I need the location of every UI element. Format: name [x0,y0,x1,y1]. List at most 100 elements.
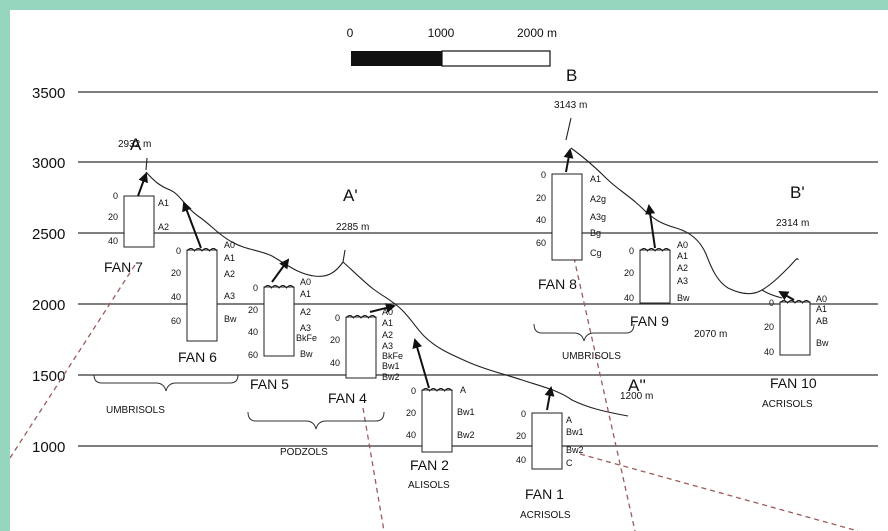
profile-outline [263,286,295,357]
soil-profile-fan7: 0 20 40 A1 A2 FAN 7 [104,172,169,275]
horizon-label: A1 [300,289,311,299]
depth-label: 60 [536,238,546,248]
scale-bar: 0 1000 2000 m [347,26,557,67]
depth-label: 0 [541,170,546,180]
soil-profile-fan2: 0 20 40 A Bw1 Bw2 FAN 2 ALISOLS [406,338,475,491]
elevation-axis: 3500 3000 2500 2000 1500 1000 [32,85,878,456]
horizon-label: Bw2 [566,445,584,455]
depth-label: 40 [406,430,416,440]
fan-label: FAN 10 [770,375,817,391]
depth-label: 40 [108,236,118,246]
litter-layer-symbol [639,248,671,252]
profile-outline [531,412,563,470]
fan-label: FAN 4 [328,390,367,406]
soil-profile-fan4: 0 20 40 A0 A1 A2 A3 BkFe Bw1 Bw2 FAN 4 [328,303,403,406]
horizon-label: A [460,385,466,395]
horizon-label: Bw [300,349,313,359]
soil-group-podzols: PODZOLS [280,447,328,458]
depth-label: 40 [764,347,774,357]
litter-layer-symbol [421,388,453,392]
horizon-label: A1 [590,174,601,184]
point-a-prime-label: A' [343,186,358,205]
transect-b-profile [570,147,799,295]
depth-label: 0 [176,246,181,256]
dashed-line-fan4 [362,407,385,531]
depth-label: 40 [536,215,546,225]
profile-outline [345,316,377,379]
horizon-label: A1 [382,318,393,328]
transect-a-profile [145,171,629,417]
depth-label: 20 [248,305,258,315]
dashed-leader-lines [10,239,859,531]
horizon-label: A1 [224,253,235,263]
horizon-label: BkFe [296,333,317,343]
location-arrow [778,291,795,301]
tick-label-3000: 3000 [32,155,65,172]
summit-b-tick [565,117,572,141]
depth-label: 20 [406,408,416,418]
soil-profile-fan5: 0 20 40 60 A0 A1 A2 A3 BkFe Bw FAN 5 [248,258,317,392]
soil-group-acrisols-fan1: ACRISOLS [520,510,571,521]
depth-label: 60 [171,316,181,326]
horizon-label: A3 [300,323,311,333]
point-a-double-prime-label: A'' [628,376,646,395]
depth-label: 0 [335,313,340,323]
transect-b-low-segment [761,289,783,299]
location-arrow [645,204,656,249]
soil-group-umbrisols-left: UMBRISOLS [106,405,165,416]
profile-outline [551,173,583,261]
horizon-label: A0 [300,277,311,287]
tick-label-2500: 2500 [32,226,65,243]
tick-label-2000: 2000 [32,297,65,314]
depth-label: 40 [171,292,181,302]
horizon-label: A2g [590,194,606,204]
location-arrow [544,386,555,411]
horizon-label: A3 [382,341,393,351]
horizon-label: Bw1 [457,407,475,417]
horizon-label: A2 [677,263,688,273]
depth-label: 20 [624,268,634,278]
horizon-label: BkFe [382,351,403,361]
location-arrow [412,338,430,389]
altitudinal-transect-diagram: 0 1000 2000 m 3500 3000 2500 2000 1500 1… [10,26,878,531]
scale-bar-label-2000: 2000 m [517,26,557,40]
dashed-line-fan7 [10,264,136,459]
horizon-label: A0 [677,240,688,250]
scale-bar-label-0: 0 [347,26,354,40]
summit-a-tick [145,157,148,171]
fan-label: FAN 9 [630,313,669,329]
depth-label: 40 [516,455,526,465]
point-a-prime-elevation: 2285 m [336,222,369,233]
profile-outline [421,389,453,453]
horizon-label: Bg [590,228,601,238]
soil-profile-fan10: 0 20 40 A0 A1 AB Bw FAN 10 ACRISOLS [762,291,829,410]
horizon-label: A [566,415,572,425]
horizon-label: A1 [677,251,688,261]
horizon-label: A3 [677,276,688,286]
transect-labels: A 2932 m A' 2285 m A'' 1200 m B 3143 m B… [118,66,809,402]
depth-label: 60 [248,350,258,360]
soil-group-alisols: ALISOLS [408,480,450,491]
location-arrow [369,303,396,313]
fan-label: FAN 2 [410,457,449,473]
depth-label: 0 [113,191,118,201]
litter-layer-symbol [263,285,295,289]
horizon-label: Bw2 [382,372,400,382]
horizon-label: Bw1 [382,361,400,371]
profile-outline [639,249,671,304]
point-b-prime-elevation: 2314 m [776,218,809,229]
profile-outline [186,249,218,342]
scale-bar-white-segment [441,50,551,67]
horizon-label: A1 [158,198,169,208]
point-b-label: B [566,66,577,85]
soil-group-braces: UMBRISOLS PODZOLS UMBRISOLS [93,323,635,458]
depth-label: 40 [330,358,340,368]
depth-label: 20 [108,212,118,222]
horizon-label: AB [816,316,828,326]
fan-label: FAN 6 [178,349,217,365]
tick-label-3500: 3500 [32,85,65,102]
dashed-line-fan8 [569,239,636,531]
point-b-elevation: 3143 m [554,100,587,111]
summit-a-prime-tick [342,249,346,263]
scale-bar-label-1000: 1000 [428,26,455,40]
